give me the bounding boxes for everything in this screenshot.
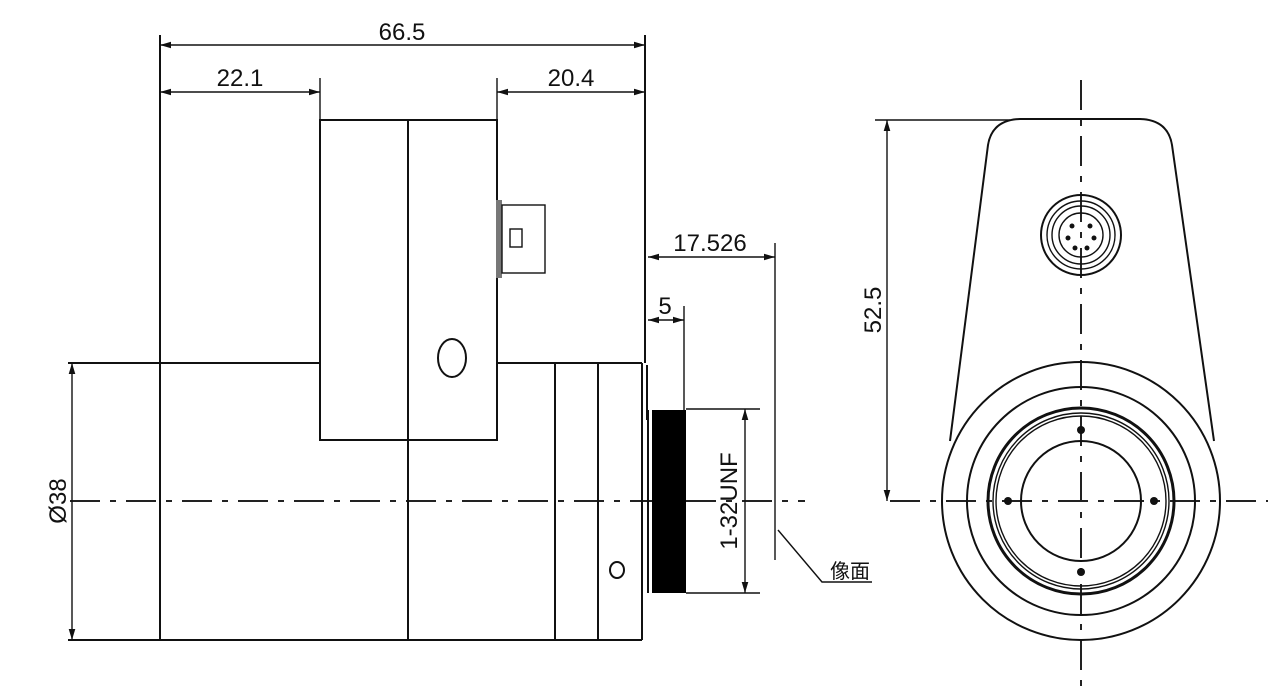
- dim-left-section: 22.1: [217, 65, 264, 92]
- dim-height: 52.5: [860, 287, 887, 334]
- front-view: [941, 118, 1221, 641]
- image-plane-label: 像面: [830, 560, 870, 583]
- dim-overall-length: 66.5: [379, 19, 426, 46]
- thread-mount: [652, 410, 686, 593]
- dimension-lines: [68, 41, 1010, 640]
- dim-right-section: 20.4: [548, 65, 595, 92]
- dim-diameter: Ø38: [45, 478, 72, 523]
- side-view: [68, 35, 686, 641]
- screw-hole: [437, 338, 467, 378]
- dim-flange-back: 17.526: [673, 230, 746, 257]
- dim-thread-length: 5: [658, 293, 671, 320]
- connector: [1040, 194, 1122, 276]
- dim-thread-spec: 1-32UNF: [716, 452, 743, 549]
